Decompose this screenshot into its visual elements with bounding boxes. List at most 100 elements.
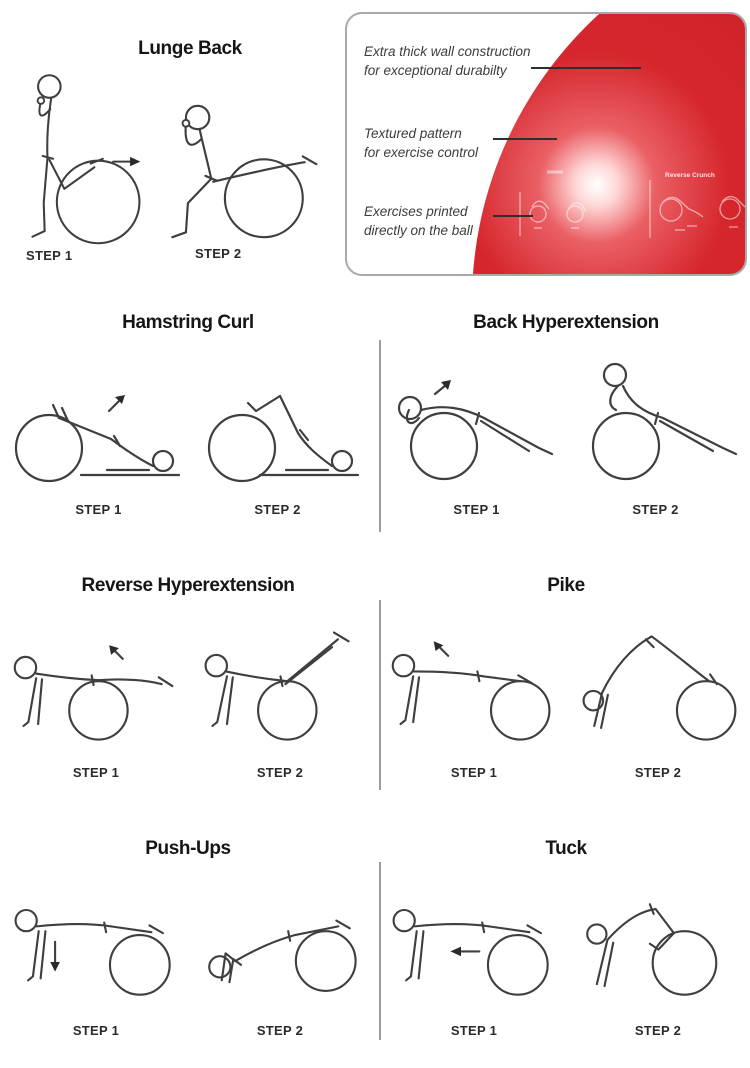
step-label: STEP 1 <box>72 765 120 780</box>
back-hyperextension-step2-figure <box>591 362 738 481</box>
gym-ball <box>14 413 84 483</box>
callout-line: Extra thick wall construction <box>364 44 531 59</box>
direction-arrow-icon <box>433 641 450 657</box>
gym-ball <box>257 680 318 741</box>
exercise-tuck: Tuck <box>380 838 750 1038</box>
figure-person <box>171 104 318 239</box>
row-pushups-tuck: Push-Ups <box>0 838 750 1068</box>
gym-ball <box>486 933 549 996</box>
step-figure: STEP 1 <box>389 358 564 517</box>
step-label: STEP 2 <box>256 1023 304 1038</box>
step-label: STEP 1 <box>75 502 122 517</box>
step-label: STEP 2 <box>254 502 301 517</box>
reverse-hyperextension-step2-figure <box>204 631 350 741</box>
gym-ball <box>294 930 357 992</box>
step-label: STEP 2 <box>632 502 679 517</box>
exercise-hamstring-curl: Hamstring Curl <box>2 312 374 517</box>
step-label: STEP 2 <box>634 1023 682 1038</box>
exercise-title: Reverse Hyperextension <box>81 575 295 596</box>
gym-ball <box>675 680 737 741</box>
gym-ball <box>409 411 479 481</box>
hamstring-curl-step1-figure <box>14 395 181 483</box>
step-figure: STEP 2 <box>568 358 743 517</box>
gym-ball <box>108 933 171 996</box>
exercise-title: Pike <box>547 575 585 596</box>
exercise-title: Hamstring Curl <box>122 312 254 333</box>
figure-person <box>51 403 181 477</box>
pike-step1-figure <box>391 641 551 741</box>
figure-person <box>602 362 738 456</box>
callout-line: for exceptional durabilty <box>364 63 507 79</box>
hamstring-curl-step2-figure <box>207 394 360 483</box>
step-figure: STEP 2 <box>568 884 748 1038</box>
tuck-step2-figure <box>586 903 718 996</box>
figure-person <box>391 653 533 726</box>
gym-ball <box>55 159 141 245</box>
gym-ball <box>591 411 661 481</box>
exercise-lunge-back: Lunge Back <box>0 18 340 268</box>
callout-printed-exercises: Exercises printed directly on the ball <box>364 202 554 240</box>
ball-print-label: Reverse Crunch <box>665 172 715 179</box>
figure-person <box>208 919 351 984</box>
step-figure: STEP 2 <box>190 884 370 1038</box>
step-figure: STEP 1 <box>11 358 186 517</box>
exercise-back-hyperextension: Back Hyperextension <box>380 312 750 517</box>
step-figure: STEP 1 <box>384 884 564 1038</box>
callout-connector-line <box>493 215 533 217</box>
direction-arrow-icon <box>450 946 481 957</box>
step-figure: STEP 1 <box>6 884 186 1038</box>
column-divider <box>379 862 381 1040</box>
callout-line: for exercise control <box>364 145 479 161</box>
gym-ball <box>489 680 551 741</box>
product-feature-panel: Reverse Crunch Extra thick wall construc… <box>345 12 747 276</box>
tuck-step1-figure <box>392 908 549 996</box>
callout-line: directly on the ball <box>364 223 473 239</box>
figure-person <box>204 631 350 728</box>
exercise-push-ups: Push-Ups <box>2 838 374 1038</box>
figure-person <box>14 908 164 982</box>
exercise-title: Tuck <box>545 838 587 859</box>
push-ups-step2-figure <box>208 919 357 992</box>
callout-line: Textured pattern <box>364 126 462 141</box>
row-hamstring-back-hyper: Hamstring Curl <box>0 312 750 542</box>
callout-textured-pattern: Textured pattern for exercise control <box>364 124 554 162</box>
exercise-instruction-sheet: Lunge Back <box>0 12 750 1040</box>
gym-ball <box>68 680 129 741</box>
callout-connector-line <box>531 67 641 69</box>
figure-person <box>246 394 360 477</box>
step-label: STEP 2 <box>195 246 242 261</box>
lunge-back-step1-figure <box>31 74 141 245</box>
direction-arrow-icon <box>112 156 141 167</box>
ball-printed-exercises: Reverse Crunch <box>519 170 745 238</box>
callout-line: Exercises printed <box>364 204 468 219</box>
exercise-pike: Pike <box>380 575 750 780</box>
push-ups-step1-figure <box>14 908 171 996</box>
column-divider <box>379 600 381 790</box>
lunge-back-step2-figure <box>171 104 318 239</box>
step-figure: STEP 1 <box>6 621 186 780</box>
direction-arrow-icon <box>109 645 124 660</box>
figure-person <box>392 908 542 982</box>
gym-ball <box>651 930 718 996</box>
figure-person <box>397 395 554 456</box>
exercise-title: Back Hyperextension <box>473 312 659 333</box>
exercise-reverse-hyperextension: Reverse Hyperextension <box>2 575 374 780</box>
exercise-title: Push-Ups <box>145 838 231 859</box>
step-label: STEP 1 <box>26 248 73 263</box>
step-figure: STEP 1 <box>384 621 564 780</box>
column-divider <box>379 340 381 532</box>
gym-ball <box>223 158 304 239</box>
callout-connector-line <box>493 138 557 140</box>
back-hyperextension-step1-figure <box>397 380 554 481</box>
step-label: STEP 1 <box>72 1023 120 1038</box>
direction-arrow-icon <box>50 940 60 972</box>
reverse-hyperextension-step1-figure <box>13 645 174 741</box>
direction-arrow-icon <box>433 380 451 396</box>
step-label: STEP 2 <box>256 765 304 780</box>
figure-person <box>582 635 718 729</box>
figure-person <box>586 903 675 988</box>
callout-wall-construction: Extra thick wall construction for except… <box>364 42 554 80</box>
figure-person <box>31 74 104 238</box>
step-figure: STEP 2 <box>190 621 370 780</box>
step-label: STEP 2 <box>634 765 682 780</box>
